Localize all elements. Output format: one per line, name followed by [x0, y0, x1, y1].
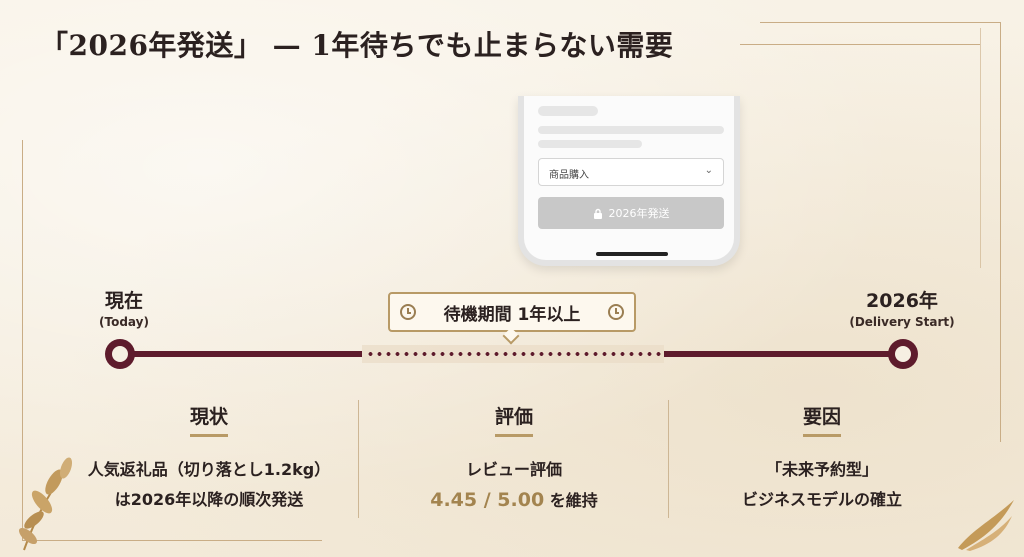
shipping-button-label: 2026年発送: [608, 207, 670, 220]
home-indicator: [596, 252, 668, 256]
placeholder-bar: [538, 106, 598, 116]
timeline-dotted-line: [366, 352, 662, 356]
frame-right-line-2: [980, 28, 981, 268]
clock-icon: [608, 304, 624, 320]
clock-icon: [400, 304, 416, 320]
column-line: 人気返礼品（切り落とし1.2kg）: [87, 460, 331, 479]
timeline-end-title: 2026年: [866, 290, 938, 312]
timeline-line-left: [120, 351, 362, 357]
column-body: 人気返礼品（切り落とし1.2kg） は2026年以降の順次発送: [62, 455, 356, 515]
page-title: 「2026年発送」 — 1年待ちでも止まらない需要: [40, 29, 674, 62]
column-line: 「未来予約型」: [765, 460, 878, 479]
timeline-end-label: 2026年 (Delivery Start): [830, 286, 974, 329]
frame-left-line: [22, 140, 23, 540]
review-score-suffix: を維持: [544, 491, 598, 510]
frame-bottom-line: [22, 540, 322, 541]
column-heading: 現状: [189, 402, 228, 437]
column-heading: 要因: [802, 402, 841, 437]
column-body: レビュー評価 4.45 / 5.00 を維持: [362, 455, 666, 516]
column-body: 「未来予約型」 ビジネスモデルの確立: [672, 455, 972, 515]
column-line: レビュー評価: [465, 460, 562, 479]
leaf-swirl-icon: [958, 500, 1014, 551]
purchase-select[interactable]: 商品購入 ⌄: [538, 158, 724, 186]
column-evaluation: 評価 レビュー評価 4.45 / 5.00 を維持: [362, 402, 666, 516]
waiting-period-badge: 待機期間 1年以上: [388, 292, 636, 332]
waiting-period-text: 待機期間 1年以上: [443, 304, 581, 325]
phone-mockup: 商品購入 ⌄ 2026年発送: [518, 96, 740, 266]
leaf-branch-icon: [18, 457, 73, 551]
review-score: 4.45 / 5.00: [430, 489, 545, 511]
review-score-line: 4.45 / 5.00 を維持: [362, 485, 666, 516]
timeline-start-sub: (Today): [99, 315, 149, 329]
column-current-status: 現状 人気返礼品（切り落とし1.2kg） は2026年以降の順次発送: [62, 402, 356, 515]
frame-top-line: [760, 22, 1000, 23]
frame-right-line: [1000, 22, 1001, 442]
timeline-end-sub: (Delivery Start): [849, 315, 955, 329]
purchase-select-label: 商品購入: [549, 170, 589, 181]
timeline-start-node: [105, 339, 135, 369]
column-factor: 要因 「未来予約型」 ビジネスモデルの確立: [672, 402, 972, 515]
column-line: は2026年以降の順次発送: [114, 490, 304, 509]
timeline-end-node: [888, 339, 918, 369]
column-divider: [358, 400, 359, 518]
lock-icon: [593, 208, 602, 219]
column-heading: 評価: [494, 402, 533, 437]
chevron-down-icon: ⌄: [704, 165, 713, 176]
placeholder-bar: [538, 126, 724, 134]
timeline-start-title: 現在: [104, 290, 143, 312]
timeline-line-right: [664, 351, 904, 357]
placeholder-bar: [538, 140, 642, 148]
timeline-start-label: 現在 (Today): [76, 286, 172, 329]
frame-top-line-2: [740, 44, 980, 45]
column-divider: [668, 400, 669, 518]
column-line: ビジネスモデルの確立: [741, 490, 902, 509]
shipping-2026-button[interactable]: 2026年発送: [538, 197, 724, 229]
